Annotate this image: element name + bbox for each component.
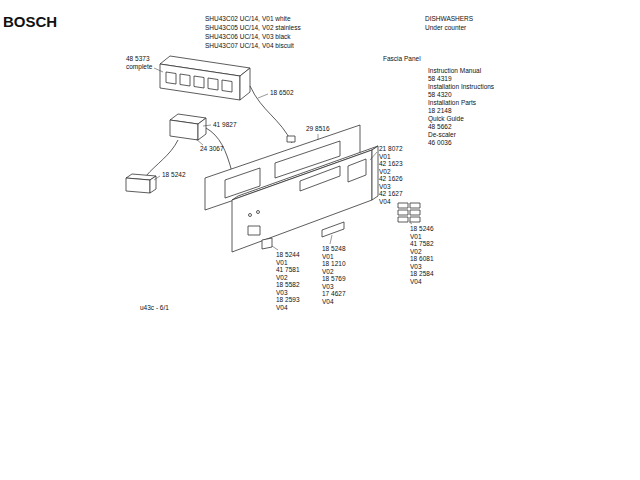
key-opening	[348, 159, 366, 182]
knob-part	[262, 238, 272, 249]
part-label: 18 5582	[276, 282, 300, 289]
part-label: V03	[276, 290, 288, 297]
part-label: V01	[276, 260, 288, 267]
part-label: 18 5242	[162, 172, 186, 179]
part-label: SHU43C02 UC/14,	[205, 16, 260, 23]
part-label: 17 4627	[322, 291, 346, 298]
control-module	[160, 64, 240, 100]
part-label: 58 4320	[428, 92, 452, 99]
control-module	[240, 68, 250, 100]
part-label: De-scaler	[428, 132, 456, 139]
part-label: Installation Instructions	[428, 84, 494, 91]
part-label: 29 8516	[306, 126, 330, 133]
leader-lines	[154, 68, 412, 250]
part-label: V01	[322, 254, 334, 261]
part-label: DISHWASHERS	[425, 16, 473, 23]
part-label: V01	[410, 234, 422, 241]
part-label: 18 5248	[322, 246, 346, 253]
part-label: V04	[410, 279, 422, 286]
part-label: V02 stainless	[262, 25, 301, 32]
handle-recess	[248, 226, 260, 235]
part-label: V02	[410, 249, 422, 256]
part-label: Instruction Manual	[428, 68, 481, 75]
part-label: 18 2593	[276, 297, 300, 304]
led	[249, 214, 252, 217]
part-label: 41 7581	[276, 267, 300, 274]
part-label: 18 2148	[428, 108, 452, 115]
connector-part	[126, 178, 150, 193]
part-label: V03 black	[262, 34, 291, 41]
part-label: 18 2584	[410, 271, 434, 278]
part-label: V02	[276, 275, 288, 282]
button-block	[398, 203, 420, 222]
wire	[146, 140, 178, 176]
connector-part	[150, 176, 156, 193]
display-window	[300, 166, 340, 191]
part-label: 18 5244	[276, 252, 300, 259]
part-label: 41 9827	[213, 122, 237, 129]
rocker-part	[322, 222, 344, 237]
part-label: V03	[322, 284, 334, 291]
part-label: 42 1623	[379, 161, 403, 168]
led	[257, 211, 260, 214]
part-label: V02	[322, 269, 334, 276]
part-label: V01	[379, 154, 391, 161]
part-label: Under counter	[425, 25, 466, 32]
part-label: V04 biscuit	[262, 43, 294, 50]
part-label: 58 4319	[428, 76, 452, 83]
part-label: 18 6502	[270, 90, 294, 97]
part-label: Installation Parts	[428, 100, 476, 107]
part-label: 18 1210	[322, 261, 346, 268]
part-label: 18 6081	[410, 256, 434, 263]
part-label: SHU43C05 UC/14,	[205, 25, 260, 32]
part-label: Quick Guide	[428, 116, 464, 123]
wire-connector	[287, 136, 295, 142]
part-label: SHU43C07 UC/14,	[205, 43, 260, 50]
part-label: 48 5373	[126, 56, 150, 63]
part-label: 21 8072	[379, 146, 403, 153]
part-label: 18 5246	[410, 226, 434, 233]
switch-part	[198, 118, 206, 140]
brand-logo: BOSCH	[3, 14, 57, 29]
part-label: complete	[126, 64, 152, 71]
part-label: u43c - 6/1	[140, 305, 169, 312]
part-label: V04	[322, 299, 334, 306]
fascia-panel	[232, 150, 372, 252]
part-label: 18 5769	[322, 276, 346, 283]
part-label: V04	[379, 199, 391, 206]
part-label: V03	[379, 184, 391, 191]
part-label: 48 5662	[428, 124, 452, 131]
part-label: Fascia Panel	[383, 56, 421, 63]
switch-part	[170, 120, 198, 140]
module-keys	[166, 72, 232, 92]
part-label: 42 1626	[379, 176, 403, 183]
part-label: SHU43C06 UC/14,	[205, 34, 260, 41]
part-label: V04	[276, 305, 288, 312]
part-label: 42 1627	[379, 191, 403, 198]
part-label: 24 3067	[200, 146, 224, 153]
part-label: 46 0036	[428, 140, 452, 147]
part-label: V01 white	[262, 16, 291, 23]
part-label: 41 7582	[410, 241, 434, 248]
part-label: V03	[410, 264, 422, 271]
part-label: V02	[379, 169, 391, 176]
